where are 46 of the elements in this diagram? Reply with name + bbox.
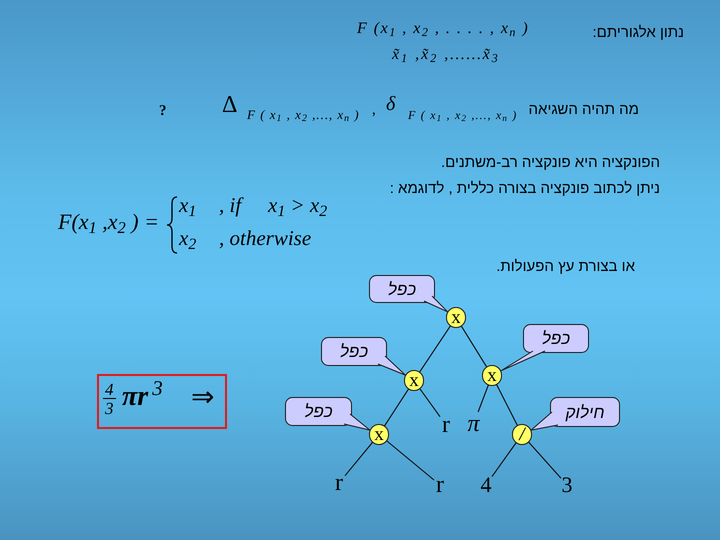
operand-label: 3 bbox=[561, 474, 573, 496]
formula-box bbox=[97, 374, 227, 429]
small-delta-symbol: δ bbox=[386, 94, 396, 114]
body-text: ניתן לכתוב פונקציה בצורה כללית , לדוגמא : bbox=[390, 181, 660, 196]
branch-line bbox=[478, 385, 489, 412]
callout-bubble: כפל bbox=[499, 324, 589, 372]
operand-label: 4 bbox=[480, 474, 492, 496]
branch-line bbox=[420, 388, 440, 418]
question-mark: ? bbox=[159, 104, 166, 119]
operand-label: r bbox=[333, 471, 345, 495]
operation-node: x bbox=[369, 424, 389, 445]
question-text: מה תהיה השגיאה bbox=[528, 102, 639, 117]
branch-line bbox=[528, 442, 562, 479]
fraction-numerator: 4 bbox=[105, 381, 114, 398]
branch-line bbox=[384, 388, 409, 426]
case-condition: , if bbox=[219, 195, 242, 216]
operand-label: r bbox=[434, 473, 446, 497]
subscript-formula: F ( x$_{1}$ , x$_{2}$ ,…, x$_{n}$ ) bbox=[408, 109, 518, 121]
function-formula: F (x$_{1}$ , x$_{2}$ , . . . . , x$_{n}$ ) bbox=[357, 21, 530, 37]
delta-symbol: Δ bbox=[222, 93, 238, 117]
case-value: x$_{2}$ bbox=[179, 228, 196, 249]
operation-node: / bbox=[512, 424, 532, 445]
case-value: x$_{1}$ bbox=[179, 195, 196, 216]
body-text: הפונקציה היא פונקציה רב-משתנים. bbox=[440, 155, 660, 170]
branch-line bbox=[344, 442, 373, 476]
branch-line bbox=[461, 326, 487, 367]
operation-node: x bbox=[404, 370, 424, 391]
branch-line bbox=[419, 326, 451, 372]
heading-text: נתון אלגוריתם: bbox=[592, 25, 684, 40]
function-definition: F(x$_{1}$ ,x$_{2}$ ) = bbox=[58, 211, 159, 233]
body-text: או בצורת עץ הפעולות. bbox=[496, 259, 635, 274]
branch-line bbox=[496, 384, 518, 426]
comma: , bbox=[372, 103, 376, 118]
subscript-formula: F ( x$_{1}$ , x$_{2}$ ,…, x$_{n}$ ) bbox=[247, 108, 360, 121]
branch-line bbox=[386, 440, 434, 480]
branch-line bbox=[492, 442, 516, 477]
case-condition: x$_{1}$ > x$_{2}$ bbox=[268, 195, 328, 216]
operand-label: π bbox=[466, 412, 481, 436]
operation-node: x bbox=[446, 307, 466, 328]
operand-label: r bbox=[440, 413, 452, 437]
approximate-inputs-formula: x̃$_{1}$ ,x̃$_{2}$ ,……x̃$_{3}$ bbox=[392, 47, 500, 63]
case-condition: , otherwise bbox=[219, 228, 312, 249]
operation-node: x bbox=[482, 365, 502, 386]
fraction-denominator: 3 bbox=[105, 400, 114, 417]
formula-text: πr$^{3}$ bbox=[122, 383, 163, 411]
implies-symbol: ⇒ bbox=[191, 383, 214, 411]
